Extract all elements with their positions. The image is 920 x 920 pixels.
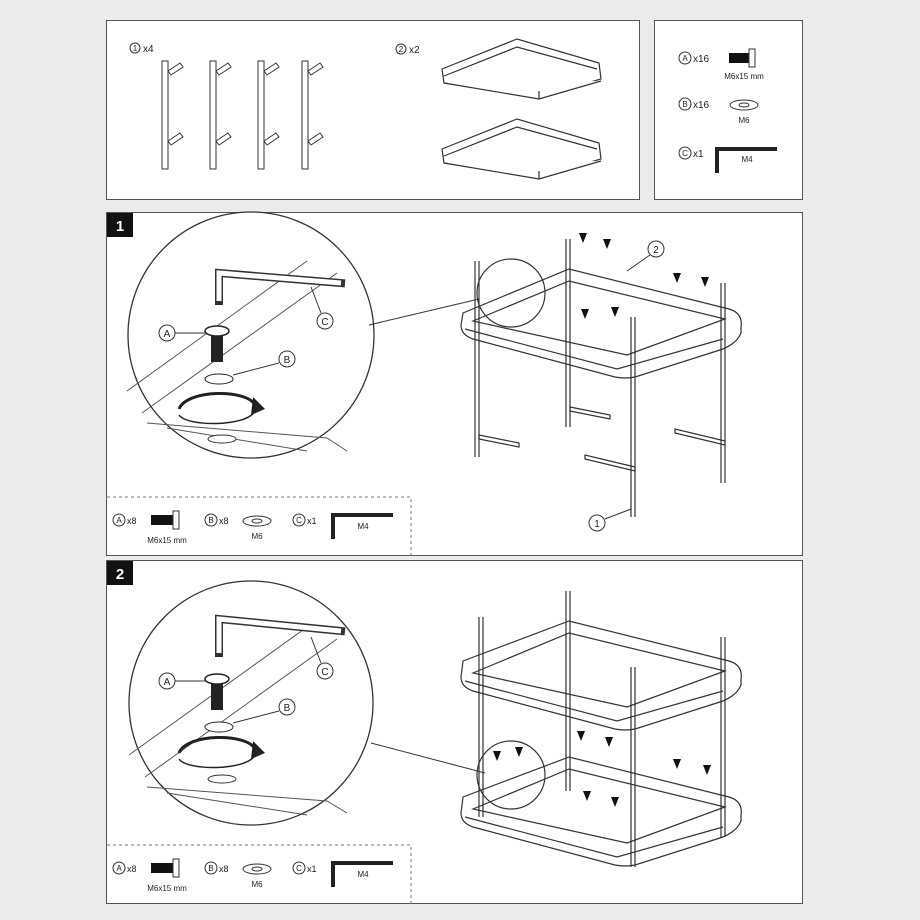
part1-label: 1 x4	[129, 42, 154, 55]
svg-text:A: A	[116, 864, 122, 873]
svg-text:M6x15 mm: M6x15 mm	[724, 72, 764, 81]
hardware-C: C x1 M4	[678, 146, 777, 173]
svg-text:B: B	[284, 703, 291, 714]
callout-A: A	[158, 324, 205, 342]
washer-icon	[729, 99, 759, 111]
step2-hardware-A: A x8 M6x15 mm	[112, 858, 187, 893]
leg-part	[161, 60, 184, 170]
svg-text:A: A	[682, 54, 688, 63]
svg-text:x1: x1	[307, 516, 317, 526]
svg-text:A: A	[164, 677, 171, 688]
svg-text:x8: x8	[219, 516, 229, 526]
part2-label: 2 x2	[395, 43, 420, 56]
svg-text:x1: x1	[307, 864, 317, 874]
step1-panel: 1	[106, 211, 803, 557]
hardware-A: A x16 M6x15 mm	[678, 48, 764, 81]
svg-text:x16: x16	[693, 54, 710, 65]
step2-panel: 2 A	[106, 560, 803, 905]
svg-text:2: 2	[116, 566, 124, 583]
callout-part1: 1	[588, 508, 632, 532]
step2-number-badge: 2	[107, 561, 133, 585]
svg-text:M4: M4	[357, 870, 369, 879]
svg-text:M4: M4	[741, 155, 753, 164]
svg-text:M6: M6	[251, 880, 263, 889]
svg-text:A: A	[116, 516, 122, 525]
svg-text:x8: x8	[127, 516, 137, 526]
svg-text:M6: M6	[738, 116, 750, 125]
step1-detail-view	[126, 211, 375, 459]
step2-detail-view	[128, 580, 374, 826]
allen-key-icon	[331, 861, 393, 887]
leg-part	[301, 60, 324, 170]
step1-drawing: 1	[107, 211, 742, 557]
hardware-B: B x16 M6	[678, 97, 759, 125]
svg-text:B: B	[208, 516, 213, 525]
step1-hardware-C: C x1 M4	[292, 513, 393, 539]
leg-part	[257, 60, 280, 170]
allen-key-icon	[715, 147, 777, 173]
svg-text:C: C	[682, 149, 688, 158]
svg-text:C: C	[321, 667, 328, 678]
leg-part	[209, 60, 232, 170]
step1-number-badge: 1	[107, 213, 133, 237]
parts-panel: 1 x4	[106, 20, 640, 200]
svg-text:x4: x4	[143, 44, 154, 55]
callout-A: A	[158, 672, 205, 690]
callout-C: C	[310, 286, 334, 330]
svg-text:2: 2	[399, 45, 404, 54]
step2-drawing: 2 A	[107, 561, 742, 905]
detail-marker	[476, 258, 546, 328]
svg-text:1: 1	[133, 44, 138, 53]
leg-parts	[161, 60, 324, 170]
svg-text:M4: M4	[357, 522, 369, 531]
svg-text:C: C	[321, 317, 328, 328]
svg-text:C: C	[296, 516, 302, 525]
svg-text:x16: x16	[693, 100, 710, 111]
callout-C: C	[310, 636, 334, 680]
svg-text:x2: x2	[409, 45, 420, 56]
hardware-drawing: A x16 M6x15 mm B x16 M6	[678, 48, 777, 173]
callout-B: B	[232, 698, 296, 724]
step1-hardware-A: A x8 M6x15 mm	[112, 510, 187, 545]
svg-text:x1: x1	[693, 149, 704, 160]
bolt-icon	[729, 48, 756, 68]
step2-hardware-B: B x8 M6	[204, 861, 272, 889]
tray-part	[441, 118, 602, 180]
detail-marker	[476, 740, 546, 810]
svg-text:A: A	[164, 329, 171, 340]
step2-hardware-C: C x1 M4	[292, 861, 393, 887]
callout-part2: 2	[626, 240, 665, 272]
svg-text:x8: x8	[127, 864, 137, 874]
step1-assembly	[460, 233, 742, 517]
svg-text:M6: M6	[251, 532, 263, 541]
step1-hardware-strip: A x8 M6x15 mm B x8 M6 C x1	[107, 496, 412, 557]
step2-assembly	[460, 591, 742, 867]
svg-text:2: 2	[653, 245, 659, 256]
allen-key-icon	[331, 513, 393, 539]
step1-hardware-B: B x8 M6	[204, 513, 272, 541]
svg-text:B: B	[284, 355, 291, 366]
svg-text:C: C	[296, 864, 302, 873]
svg-text:1: 1	[594, 519, 600, 530]
bolt-icon	[151, 863, 173, 873]
svg-text:1: 1	[116, 218, 124, 235]
tray-part	[441, 38, 602, 100]
svg-text:M6x15 mm: M6x15 mm	[147, 536, 187, 545]
svg-text:M6x15 mm: M6x15 mm	[147, 884, 187, 893]
step2-hardware-strip: A x8 M6x15 mm B x8 M6 C x1	[107, 844, 412, 905]
bolt-icon	[151, 515, 173, 525]
hardware-panel: A x16 M6x15 mm B x16 M6	[654, 20, 803, 200]
svg-text:B: B	[682, 100, 687, 109]
parts-drawing: 1 x4	[129, 38, 602, 180]
svg-text:B: B	[208, 864, 213, 873]
tray-parts	[441, 38, 602, 180]
callout-B: B	[232, 350, 296, 376]
svg-text:x8: x8	[219, 864, 229, 874]
